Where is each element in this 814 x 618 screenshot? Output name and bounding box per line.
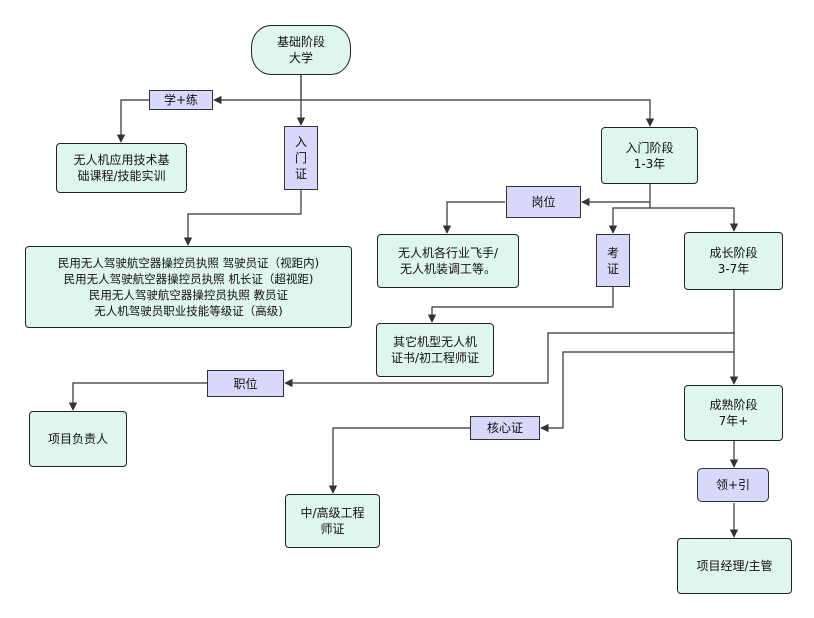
license-4: 无人机驾驶员职业技能等级证（高级) [94, 304, 283, 318]
core-tag-label: 核心证 [486, 421, 523, 435]
connector-entrytag-to-licenses [183, 190, 302, 246]
entry-tag-2: 门 [294, 151, 307, 165]
connector-growth-to-core [540, 351, 734, 433]
position-tag-label: 职位 [233, 376, 258, 391]
license-1: 民用无人驾驶航空器操控员执照 驾驶员证（视距内) [57, 256, 320, 270]
mid-engineer-node: 中/高级工程师证 [285, 494, 380, 548]
core-cert-tag: 核心证 [470, 416, 540, 440]
certs-line-2: 证书/初工程师证 [390, 351, 480, 365]
entry-cert-tag: 入门证 [284, 126, 318, 190]
licenses-node: 民用无人驾驶航空器操控员执照 驾驶员证（视距内) 民用无人驾驶航空器操控员执照 … [25, 246, 352, 328]
post-tag: 岗位 [506, 186, 581, 218]
mature-stage-node: 成熟阶段 7年+ [684, 385, 783, 441]
uav-course-node: 无人机应用技术基础课程/技能实训 [56, 143, 187, 193]
post-tag-label: 岗位 [531, 195, 556, 209]
start-line-1: 基础阶段 [276, 35, 325, 49]
exam-tag-2: 证 [606, 261, 619, 276]
lead-tag-label: 领+引 [715, 478, 751, 492]
learn-tag: 学+练 [149, 90, 213, 110]
project-manager-label: 项目经理/主管 [696, 559, 773, 573]
lead-tag: 领+引 [697, 468, 769, 502]
jobs-line-1: 无人机各行业飞手/ [397, 246, 499, 260]
growth-line-1: 成长阶段 [709, 246, 758, 260]
connector-core-to-mid [328, 427, 470, 494]
license-3: 民用无人驾驶航空器操控员执照 教员证 [88, 288, 289, 302]
position-tag: 职位 [207, 370, 284, 397]
connector-to-examtag [608, 207, 650, 234]
start-line-2: 大学 [288, 51, 313, 65]
growth-line-2: 3-7年 [717, 262, 750, 276]
project-manager-node: 项目经理/主管 [677, 538, 792, 594]
exam-tag: 考证 [596, 234, 630, 287]
entry-tag-3: 证 [294, 167, 307, 181]
connector-exam-to-certs [427, 287, 614, 323]
exam-tag-1: 考 [606, 245, 619, 260]
mid-line-2: 师证 [320, 522, 345, 536]
mid-line-1: 中/高级工程 [300, 506, 365, 520]
learn-tag-label: 学+练 [163, 93, 199, 107]
pilot-jobs-node: 无人机各行业飞手/无人机装调工等。 [377, 234, 519, 288]
start-node: 基础阶段大学 [251, 25, 351, 75]
mature-line-1: 成熟阶段 [709, 398, 758, 412]
growth-stage-node: 成长阶段 3-7年 [684, 232, 783, 290]
connector-to-growth [650, 207, 739, 232]
entry-stage-line-2: 1-3年 [633, 156, 666, 171]
course-line-1: 无人机应用技术基 [73, 153, 170, 167]
mature-line-2: 7年+ [718, 414, 749, 428]
connector-learn-to-course [116, 99, 149, 143]
entry-tag-1: 入 [294, 135, 307, 149]
course-line-2: 础课程/技能实训 [77, 169, 166, 183]
other-certs-node: 其它机型无人机证书/初工程师证 [376, 323, 494, 377]
connector-posttag-to-jobs [442, 201, 505, 234]
project-lead-label: 项目负责人 [47, 432, 108, 446]
jobs-line-2: 无人机装调工等。 [399, 262, 496, 276]
certs-line-1: 其它机型无人机 [392, 335, 477, 349]
project-lead-node: 项目负责人 [29, 411, 127, 467]
license-2: 民用无人驾驶航空器操控员执照 机长证（超视距) [63, 272, 314, 286]
connector-position-to-lead [68, 382, 207, 411]
connector-growth-to-position [284, 332, 734, 388]
connector-start-to-entrystage [301, 99, 655, 127]
entry-stage-line-1: 入门阶段 [625, 140, 674, 155]
